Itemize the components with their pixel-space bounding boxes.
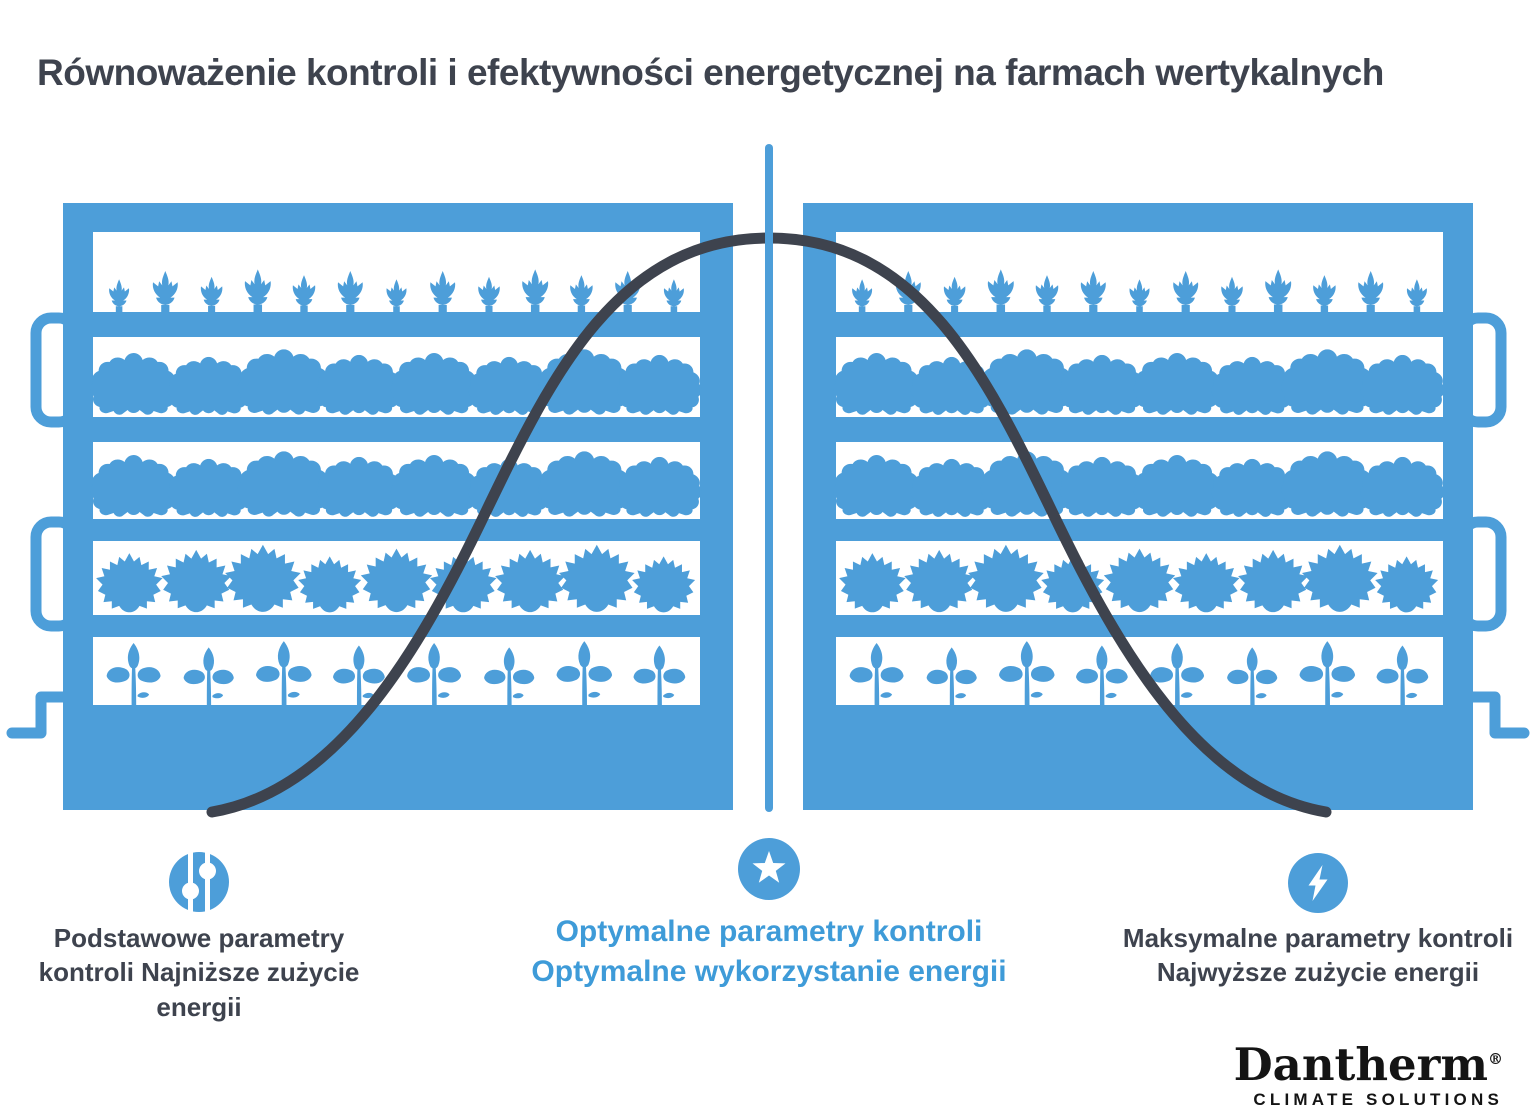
label-basic-parameters: Podstawowe parametry kontroli Najniższe …	[19, 921, 379, 1024]
lightning-icon	[1288, 853, 1348, 913]
page-title: Równoważenie kontroli i efektywności ene…	[37, 52, 1384, 93]
center-divider-line	[765, 144, 773, 812]
label-maximum-parameters: Maksymalne parametry kontroli Najwyższe …	[1108, 921, 1528, 990]
label-line: kontroli Najniższe zużycie	[38, 957, 360, 988]
left-rack-pipe	[6, 691, 70, 739]
label-line: Optymalne parametry kontroli	[555, 915, 983, 948]
logo-brand-text: Dantherm	[1233, 1038, 1488, 1091]
label-line: Podstawowe parametry	[53, 923, 345, 953]
logo-brand: Dantherm®	[1234, 1042, 1503, 1087]
dantherm-logo: Dantherm® CLIMATE SOLUTIONS	[1234, 1042, 1503, 1110]
right-rack-pipe	[1466, 691, 1530, 739]
sliders-icon	[169, 850, 229, 914]
label-line: energii	[156, 991, 242, 1022]
label-line: Optymalne wykorzystanie energii	[531, 954, 1007, 988]
plant-row	[96, 544, 696, 613]
logo-tagline: CLIMATE SOLUTIONS	[1253, 1090, 1503, 1109]
label-line: Maksymalne parametry kontroli	[1122, 923, 1514, 953]
plant-row	[839, 544, 1439, 613]
label-line: Najwyższe zużycie energii	[1156, 957, 1480, 988]
registered-mark: ®	[1488, 1050, 1503, 1068]
star-icon	[738, 838, 800, 900]
label-optimal-parameters: Optymalne parametry kontroli Optymalne w…	[489, 912, 1049, 992]
